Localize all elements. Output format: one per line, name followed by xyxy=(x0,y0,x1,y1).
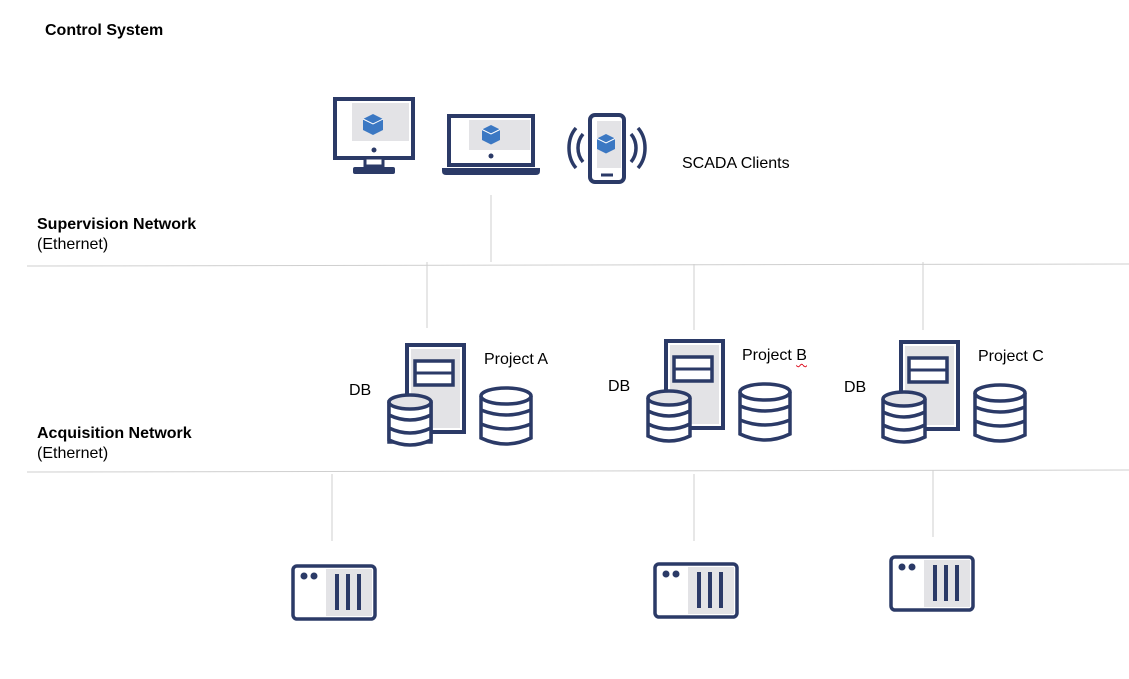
page-title: Control System xyxy=(45,22,164,39)
supervision-network-label: Supervision Network xyxy=(37,216,197,233)
controller-a-icon xyxy=(291,564,377,621)
db-a-label: DB xyxy=(349,382,372,399)
db-b-label: DB xyxy=(608,378,631,395)
server-a-icon xyxy=(387,343,533,447)
controller-c-icon xyxy=(889,555,975,612)
scada-clients-label: SCADA Clients xyxy=(682,155,790,172)
smartphone-icon xyxy=(567,113,647,184)
project-b-label-text: Project B xyxy=(742,347,807,364)
spellcheck-underline: B xyxy=(796,347,807,364)
project-a-label: Project A xyxy=(484,351,549,368)
desktop-monitor-icon xyxy=(333,97,415,174)
db-c-label: DB xyxy=(844,379,867,396)
supervision-network-subtitle: (Ethernet) xyxy=(37,236,109,253)
db-cylinder-large xyxy=(479,386,533,446)
laptop-icon xyxy=(442,114,540,175)
server-b-icon xyxy=(646,339,792,443)
acquisition-network-label: Acquisition Network xyxy=(37,425,192,442)
project-b-label: Project B xyxy=(742,348,807,364)
acquisition-network-line xyxy=(26,469,1129,473)
supervision-network-line xyxy=(26,263,1129,267)
server-c-icon xyxy=(881,340,1027,444)
project-c-label: Project C xyxy=(978,348,1044,365)
db-cylinder-small xyxy=(387,393,433,447)
controller-b-icon xyxy=(653,562,739,619)
acquisition-network-subtitle: (Ethernet) xyxy=(37,445,109,462)
